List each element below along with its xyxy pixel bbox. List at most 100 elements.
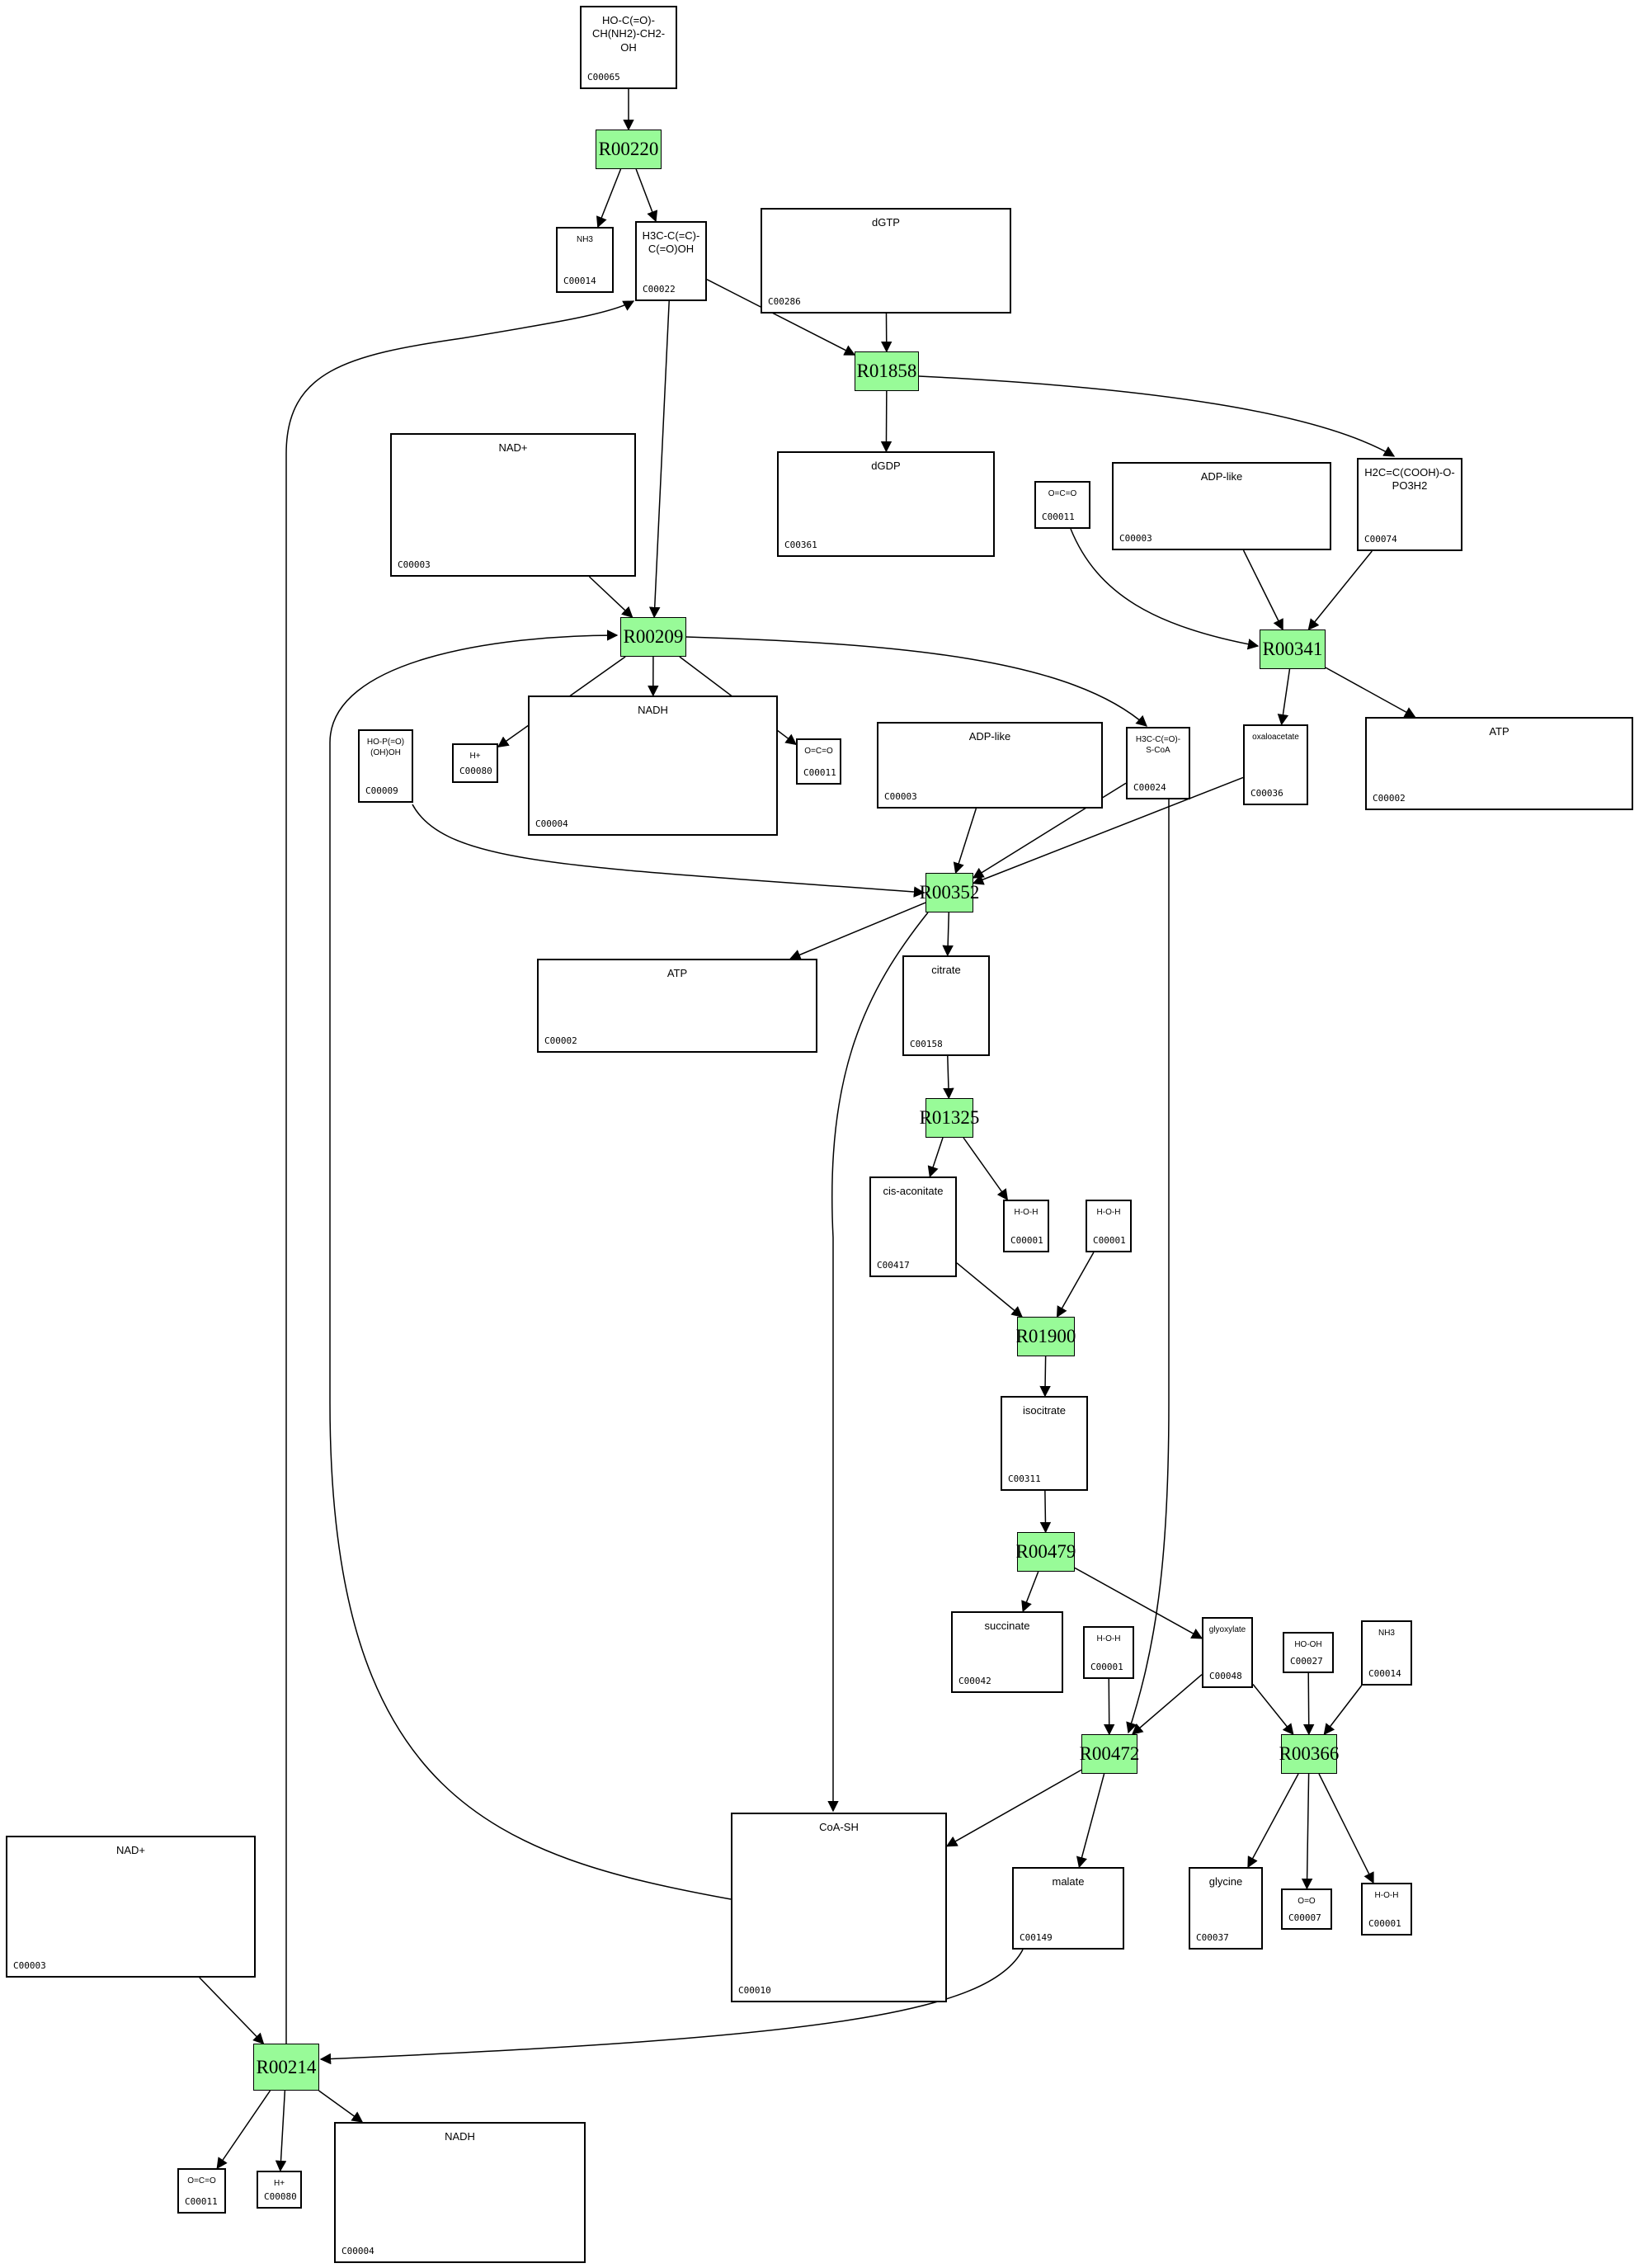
- reaction-node-r00472[interactable]: R00472: [1079, 1734, 1140, 1774]
- reaction-node-r00479[interactable]: R00479: [1015, 1532, 1076, 1572]
- compound-id-label: C00027: [1290, 1656, 1323, 1667]
- reaction-node-r00341[interactable]: R00341: [1260, 629, 1326, 669]
- reaction-label: R00352: [919, 882, 980, 903]
- structure-image: H-O-H: [1014, 1208, 1039, 1217]
- edge-c00003b-to-r00341: [1242, 549, 1283, 631]
- compound-node-c00001a[interactable]: H-O-H C00001: [1003, 1200, 1049, 1252]
- edge-r01858-to-c00074: [918, 375, 1396, 457]
- compound-id-label: C00286: [768, 296, 801, 307]
- compound-id-label: C00011: [803, 767, 836, 778]
- compound-id-label: C00001: [1010, 1235, 1043, 1246]
- edge-r00366-to-c00007: [1301, 1773, 1313, 1890]
- compound-id-label: C00036: [1250, 788, 1283, 799]
- edge-r00366-to-c00001d: [1318, 1773, 1374, 1884]
- structure-image: O=O: [1298, 1897, 1316, 1906]
- compound-node-c00007[interactable]: O=O C00007: [1281, 1888, 1332, 1930]
- reaction-label: R01325: [919, 1107, 980, 1128]
- edge-r00352-to-c00010: [827, 912, 929, 1813]
- edge-c00311-to-r00479: [1039, 1490, 1052, 1534]
- compound-node-c00004a[interactable]: NADH C00004: [528, 695, 778, 836]
- structure-image: H3C-C(=C)-C(=O)OH: [642, 229, 700, 256]
- compound-node-c00022[interactable]: H3C-C(=C)-C(=O)OH C00022: [635, 221, 707, 301]
- reaction-node-r01325[interactable]: R01325: [920, 1098, 979, 1138]
- edge-c00022-to-r00209: [648, 300, 670, 619]
- reaction-label: R00472: [1079, 1743, 1140, 1764]
- compound-id-label: C00149: [1020, 1932, 1053, 1943]
- compound-id-label: C00022: [643, 284, 676, 295]
- compound-id-label: C00004: [535, 818, 568, 829]
- structure-image: oxaloacetate: [1252, 733, 1299, 742]
- reaction-node-r00214[interactable]: R00214: [253, 2044, 319, 2091]
- compound-node-c00024[interactable]: H3C-C(=O)-S-CoA C00024: [1126, 727, 1190, 799]
- structure-image: O=C=O: [187, 2176, 216, 2185]
- reaction-label: R01900: [1015, 1326, 1076, 1346]
- edge-c00036-to-r00352: [972, 776, 1244, 885]
- edge-r00214-to-c00080b: [275, 2090, 287, 2172]
- edge-c00003c-to-r00352: [953, 808, 977, 875]
- structure-image: dGDP: [871, 460, 901, 472]
- reaction-label: R00479: [1015, 1541, 1076, 1562]
- compound-id-label: C00024: [1133, 782, 1166, 793]
- structure-image: H+: [469, 752, 481, 761]
- reaction-node-r00366[interactable]: R00366: [1279, 1734, 1339, 1774]
- edge-r00352-to-c00002b: [789, 902, 926, 960]
- structure-image: ADP-like: [1200, 470, 1243, 483]
- structure-image: ATP: [666, 967, 688, 979]
- structure-image: NADH: [445, 2130, 475, 2143]
- structure-image: NADH: [638, 704, 668, 716]
- compound-id-label: C00080: [459, 766, 492, 776]
- compound-id-label: C00009: [365, 785, 398, 796]
- structure-image: NH3: [576, 235, 593, 244]
- structure-image: succinate: [984, 1620, 1030, 1632]
- compound-node-c00080b[interactable]: H+C00080: [257, 2171, 302, 2209]
- compound-id-label: C00007: [1288, 1912, 1321, 1923]
- edge-r00214-to-c00004b: [318, 2090, 364, 2123]
- reaction-node-r00220[interactable]: R00220: [596, 130, 662, 169]
- structure-image: H2C=C(COOH)-O-PO3H2: [1364, 466, 1455, 493]
- reaction-node-r00209[interactable]: R00209: [620, 617, 686, 657]
- reaction-node-r01858[interactable]: R01858: [855, 351, 919, 391]
- reaction-node-r00352[interactable]: R00352: [920, 873, 979, 912]
- structure-image: O=C=O: [804, 747, 833, 756]
- structure-image: CoA-SH: [819, 1821, 859, 1833]
- compound-node-c00011b[interactable]: O=C=O C00011: [796, 738, 841, 785]
- structure-image: ADP-like: [968, 730, 1011, 743]
- structure-image: H3C-C(=O)-S-CoA: [1135, 735, 1181, 755]
- reaction-label: R00209: [623, 626, 684, 647]
- structure-image: NAD+: [115, 1844, 146, 1856]
- compound-id-label: C00074: [1364, 534, 1397, 545]
- compound-node-c00003a[interactable]: NAD+C00003: [390, 433, 636, 577]
- structure-image: HO-C(=O)-CH(NH2)-CH2-OH: [591, 14, 666, 54]
- reaction-node-r01900[interactable]: R01900: [1015, 1317, 1076, 1356]
- compound-node-c00080a[interactable]: H+ C00080: [452, 743, 498, 783]
- reaction-label: R00220: [598, 139, 659, 159]
- compound-node-c00003d[interactable]: NAD+C00003: [6, 1836, 256, 1978]
